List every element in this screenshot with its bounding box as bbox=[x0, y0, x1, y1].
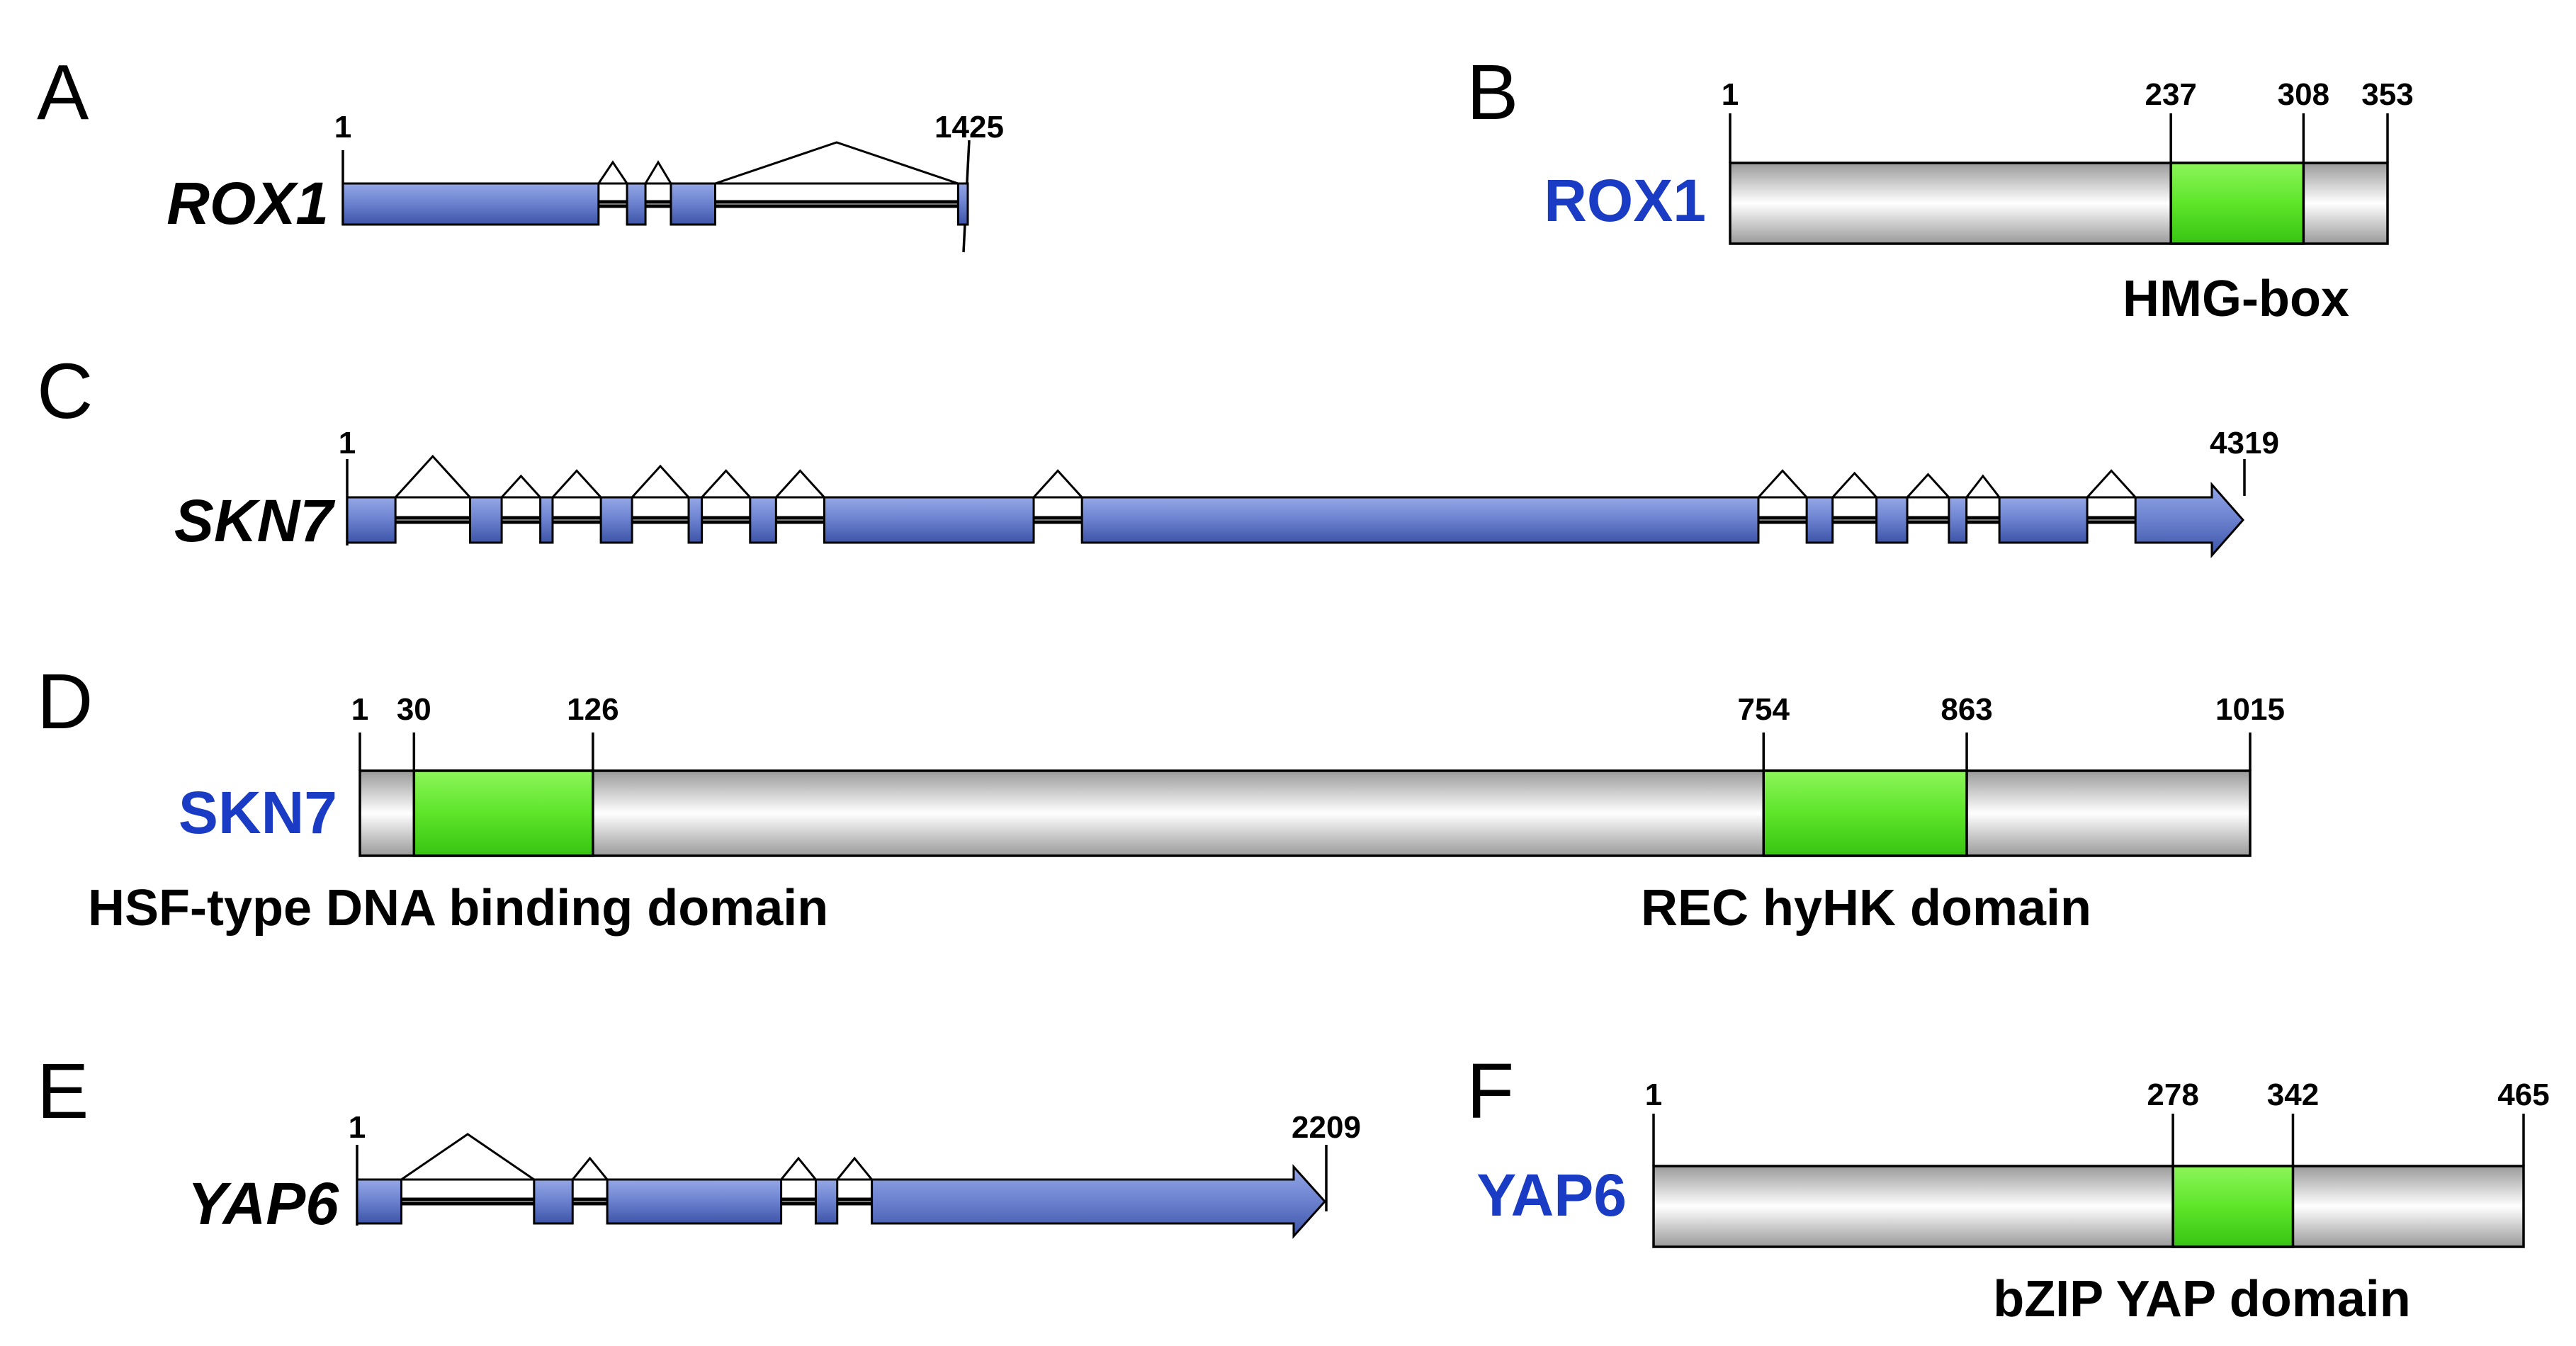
protein-bar bbox=[1652, 1165, 2525, 1248]
position-label: 1015 bbox=[2215, 692, 2285, 727]
gene-model-skn7 bbox=[346, 454, 2244, 558]
exon bbox=[814, 1178, 839, 1225]
exon bbox=[356, 1178, 402, 1225]
exon bbox=[468, 496, 503, 544]
splice-junction bbox=[1756, 469, 1809, 499]
panel-d: D SKN7 HSF-type DNA binding domain REC hy… bbox=[37, 658, 2285, 937]
gene-end-label-e: 2209 bbox=[1292, 1110, 1361, 1145]
gene-name-skn7: SKN7 bbox=[174, 487, 335, 554]
protein-model-yap6: bZIP YAP domain 1 278 342 465 bbox=[1645, 1078, 2550, 1328]
gene-model-yap6 bbox=[356, 1133, 1327, 1239]
splice-junction bbox=[699, 469, 753, 499]
panel-letter-f: F bbox=[1467, 1048, 1514, 1135]
gene-start-label-c: 1 bbox=[339, 426, 356, 460]
exon bbox=[1805, 496, 1834, 544]
splice-junction bbox=[570, 1156, 610, 1181]
protein-name-yap6: YAP6 bbox=[1476, 1162, 1627, 1228]
gene-name-rox1: ROX1 bbox=[166, 170, 329, 237]
protein-domain bbox=[412, 769, 594, 857]
splice-junction bbox=[1830, 471, 1880, 499]
panel-letter-c: C bbox=[37, 348, 93, 435]
splice-junction bbox=[1031, 469, 1085, 499]
gene-end-label-a: 1425 bbox=[934, 110, 1004, 145]
panel-letter-a: A bbox=[37, 49, 89, 136]
splice-junction bbox=[779, 1156, 818, 1181]
splice-junction bbox=[2084, 469, 2138, 499]
panel-c: C SKN7 1 4319 bbox=[37, 348, 2279, 558]
panel-letter-b: B bbox=[1467, 49, 1518, 136]
position-label: 126 bbox=[567, 692, 618, 727]
exon bbox=[346, 496, 397, 544]
protein-name-rox1: ROX1 bbox=[1544, 167, 1706, 234]
splice-junction bbox=[643, 160, 673, 185]
position-label: 465 bbox=[2497, 1078, 2549, 1112]
panel-e: E YAP6 1 2209 bbox=[37, 1048, 1361, 1239]
panel-letter-d: D bbox=[37, 658, 93, 745]
exon bbox=[1875, 496, 1909, 544]
domain-label: HMG-box bbox=[2123, 271, 2349, 327]
gene-name-yap6: YAP6 bbox=[188, 1170, 339, 1237]
position-label: 308 bbox=[2278, 77, 2329, 112]
exon bbox=[533, 1178, 574, 1225]
position-label: 342 bbox=[2267, 1078, 2319, 1112]
splice-junction bbox=[597, 160, 629, 185]
gene-end-label-c: 4319 bbox=[2210, 426, 2279, 460]
splice-junction bbox=[392, 454, 473, 499]
splice-junction bbox=[1904, 473, 1952, 499]
splice-junction bbox=[835, 1156, 874, 1181]
splice-junction bbox=[397, 1133, 538, 1181]
exon bbox=[626, 182, 647, 226]
exon bbox=[1948, 496, 1968, 544]
position-label: 30 bbox=[397, 692, 431, 727]
exon bbox=[670, 182, 716, 226]
gene-model-rox1 bbox=[341, 141, 969, 226]
splice-junction bbox=[629, 464, 691, 499]
position-label: 1 bbox=[351, 692, 368, 727]
protein-domain bbox=[2171, 1165, 2295, 1248]
exon-arrow bbox=[871, 1164, 1327, 1239]
protein-domain bbox=[1762, 769, 1968, 857]
panel-a: A ROX1 1 1425 bbox=[37, 49, 1004, 253]
exon bbox=[956, 182, 969, 226]
protein-model-rox1: HMG-box 1 237 308 353 bbox=[1722, 77, 2414, 327]
position-label: 1 bbox=[1722, 77, 1739, 112]
splice-junction bbox=[773, 469, 827, 499]
exon bbox=[599, 496, 633, 544]
domain-label: bZIP YAP domain bbox=[1993, 1271, 2411, 1328]
gene-start-label-a: 1 bbox=[334, 110, 351, 145]
exon bbox=[341, 182, 600, 226]
exon bbox=[539, 496, 554, 544]
splice-junction bbox=[499, 474, 543, 499]
splice-junction bbox=[1964, 474, 2002, 499]
protein-domain bbox=[2169, 162, 2305, 245]
exon bbox=[1080, 496, 1760, 544]
splice-junction bbox=[550, 469, 604, 499]
domain-label: REC hyHK domain bbox=[1641, 880, 2091, 937]
panel-b: B ROX1 HMG-box 1 237 308 353 bbox=[1467, 49, 2414, 327]
exon-arrow bbox=[2134, 482, 2244, 558]
domain-label: HSF-type DNA binding domain bbox=[88, 880, 828, 937]
protein-name-skn7: SKN7 bbox=[179, 779, 337, 846]
position-label: 1 bbox=[1645, 1078, 1662, 1112]
position-label: 353 bbox=[2361, 77, 2413, 112]
exon bbox=[606, 1178, 783, 1225]
protein-model-skn7: HSF-type DNA binding domain REC hyHK doma… bbox=[88, 692, 2285, 937]
position-label: 237 bbox=[2145, 77, 2196, 112]
splice-junction bbox=[715, 141, 959, 185]
exon bbox=[1998, 496, 2089, 544]
exon bbox=[687, 496, 704, 544]
exon bbox=[749, 496, 777, 544]
position-label: 863 bbox=[1941, 692, 1992, 727]
exon bbox=[823, 496, 1035, 544]
position-label: 278 bbox=[2147, 1078, 2198, 1112]
gene-start-label-e: 1 bbox=[349, 1110, 366, 1145]
panel-f: F YAP6 bZIP YAP domain 1 278 342 465 bbox=[1467, 1048, 2550, 1328]
panel-letter-e: E bbox=[37, 1048, 89, 1135]
position-label: 754 bbox=[1738, 692, 1790, 727]
